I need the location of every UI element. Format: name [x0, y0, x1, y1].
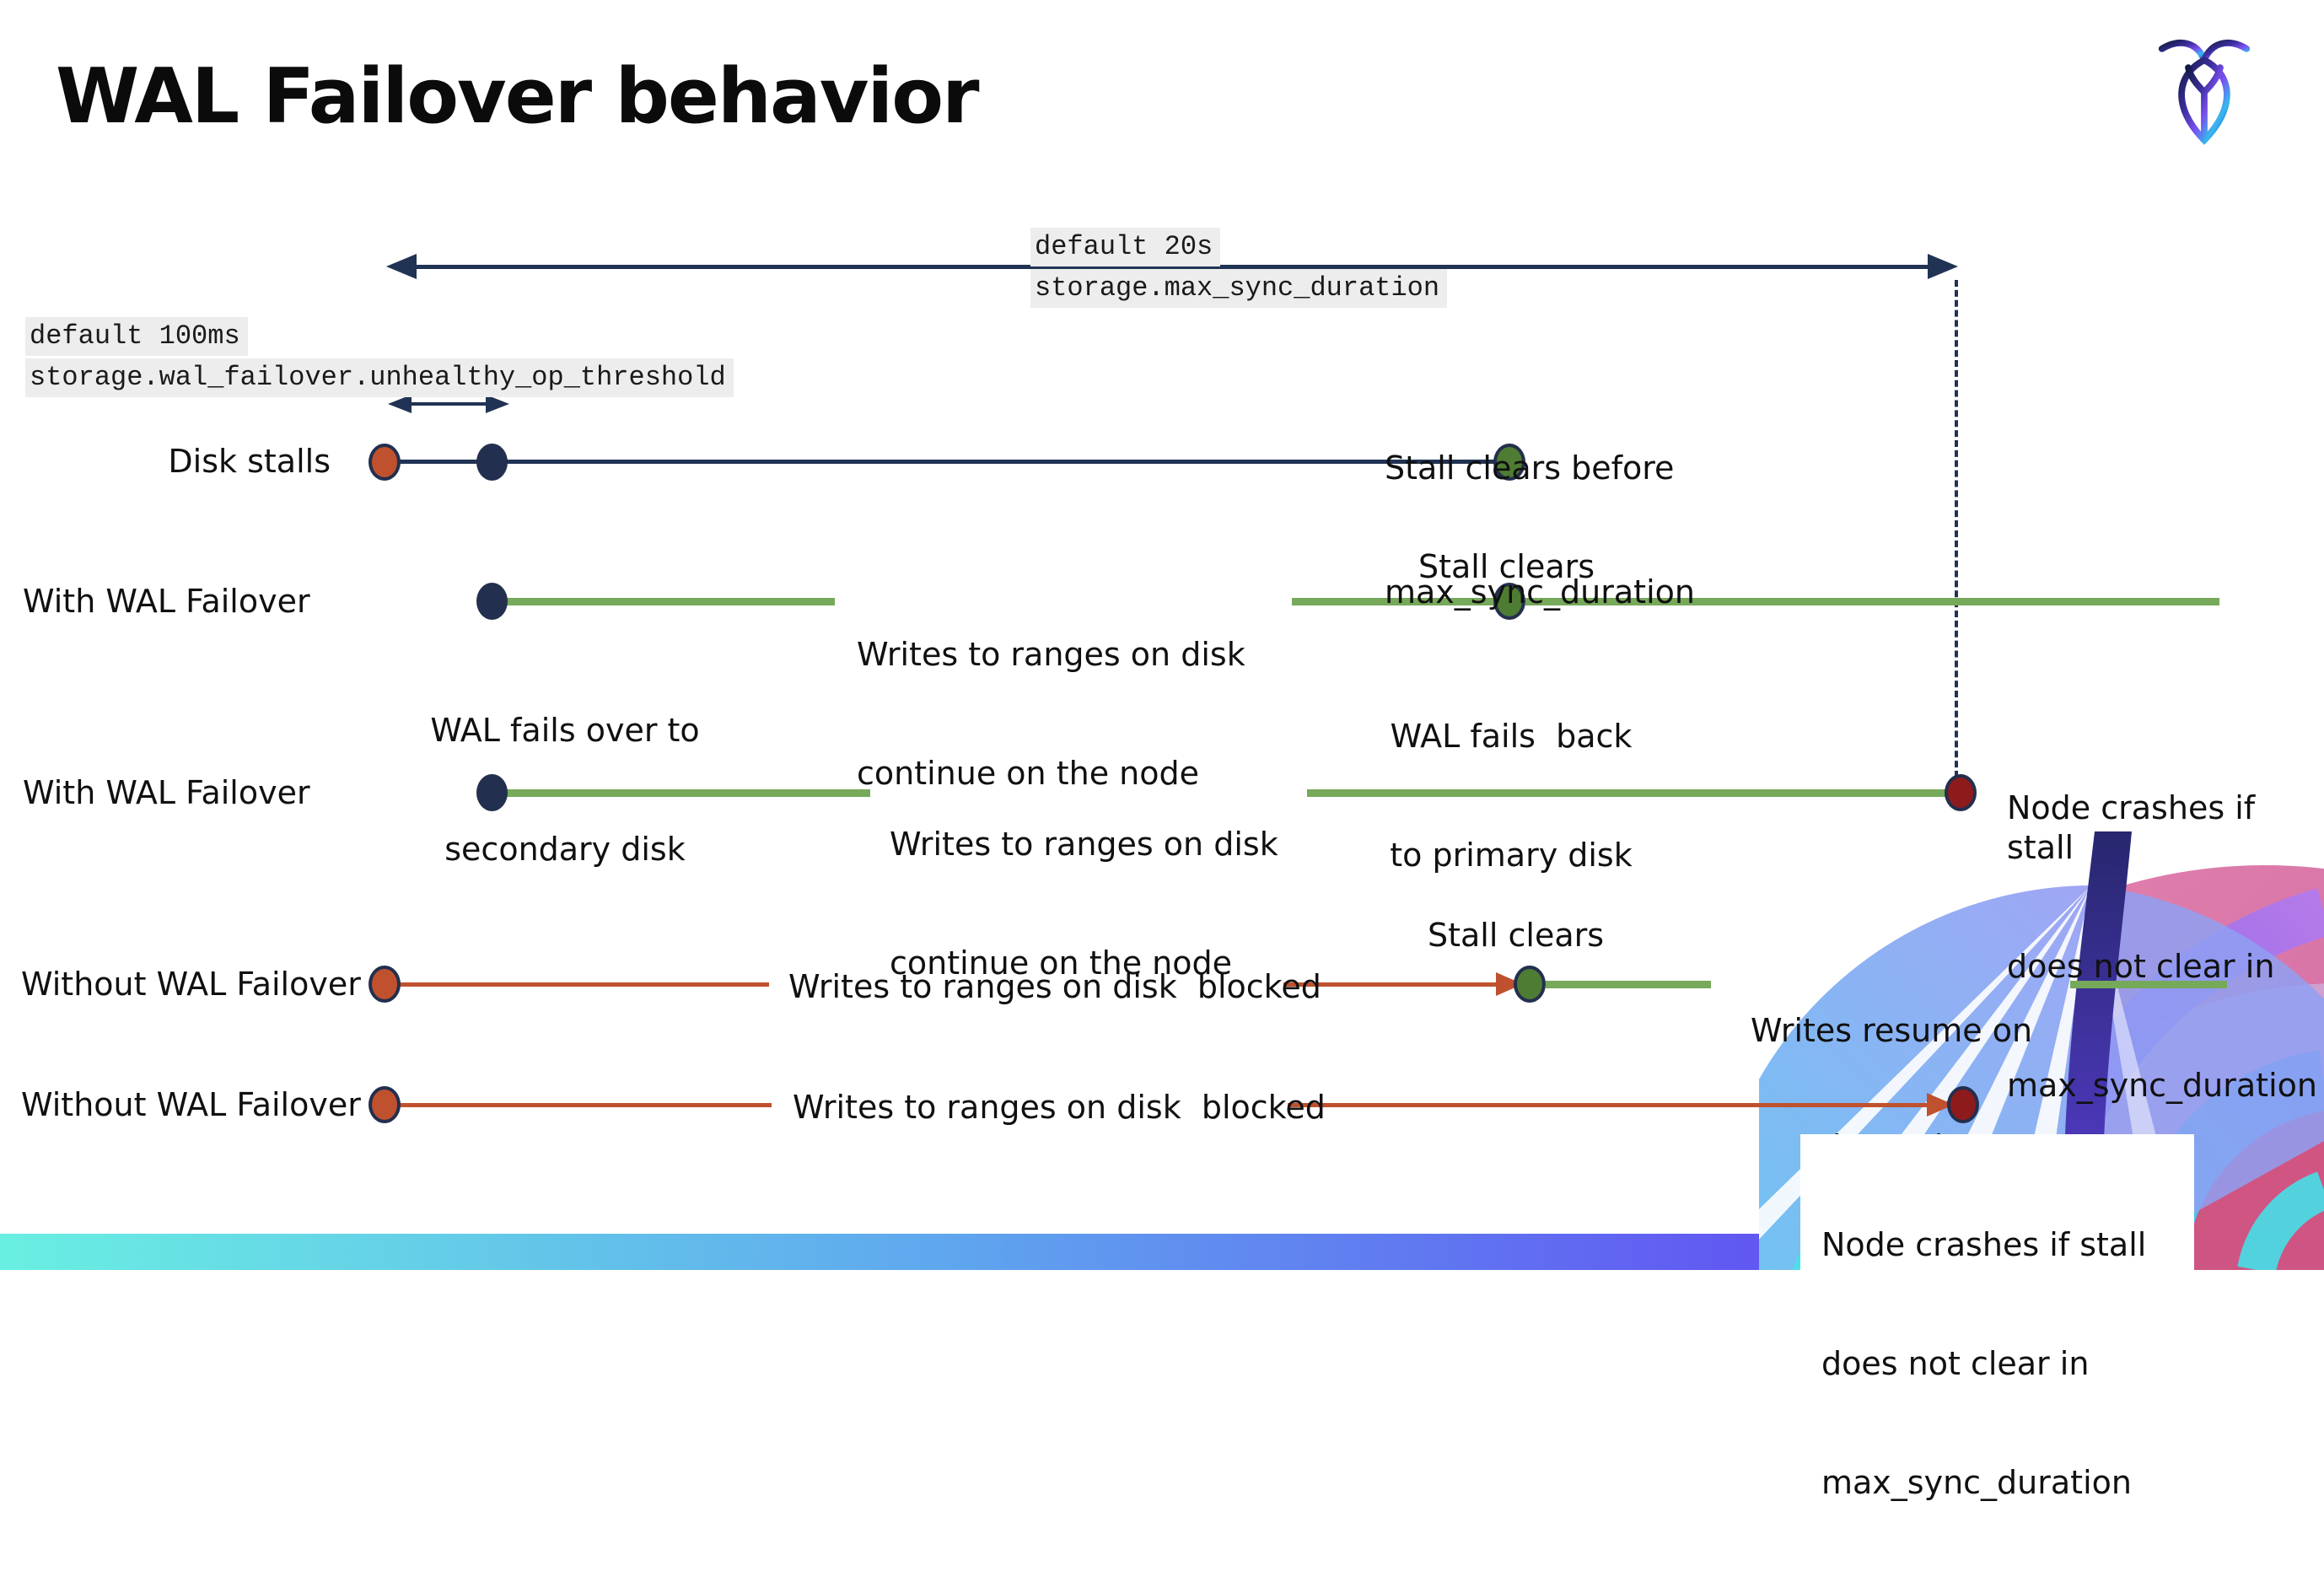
threshold-arrow-right-head	[486, 395, 509, 413]
disk-stalls-threshold-line	[385, 460, 494, 464]
stall-start-dot-d	[369, 966, 401, 1003]
note-stall-clears-before: Stall clears before max_sync_duration	[1385, 449, 1695, 611]
threshold-arrow-line	[408, 402, 489, 406]
cockroachdb-logo-icon	[2158, 40, 2251, 145]
note-stall-clears-1: Stall clears	[1418, 548, 1595, 585]
note-writes-continue-2: Writes to ranges on disk continue on the…	[890, 826, 1278, 982]
writes-blocked-line-2b	[1288, 1103, 1929, 1107]
failover-trigger-dot-1	[476, 583, 508, 620]
disk-stalls-stall-line	[492, 460, 1509, 464]
failover-trigger-dot-2	[476, 774, 508, 811]
stall-clears-dot-1	[1493, 583, 1525, 620]
threshold-arrow-left-head	[388, 395, 412, 413]
disk-stalls-failover-trigger-dot	[476, 444, 508, 481]
threshold-default-value: default 100ms	[25, 317, 248, 356]
note-writes-blocked-1: Writes to ranges on disk blocked	[788, 968, 1321, 1005]
node-crash-callout: Node crashes if stall does not clear in …	[1800, 1134, 2194, 1501]
row-label-with-wal-failover-1: With WAL Failover	[23, 583, 310, 620]
note-node-crashes-1: Node crashes if stall does not clear in …	[2007, 789, 2317, 1104]
max-sync-arrow-right-head	[1928, 254, 1958, 279]
writes-continue-line-1b	[1292, 598, 1494, 605]
note-node-crashes-2: Node crashes if stall does not clear in …	[1821, 1226, 2147, 1501]
max-sync-default-value: default 20s	[1030, 228, 1221, 266]
row-label-without-wal-failover-1: Without WAL Failover	[21, 966, 361, 1003]
row-label-without-wal-failover-2: Without WAL Failover	[21, 1086, 361, 1123]
writes-resume-line-a	[1546, 981, 1711, 988]
threshold-setting-name: storage.wal_failover.unhealthy_op_thresh…	[25, 358, 734, 397]
writes-continue-line-2a	[502, 789, 870, 797]
writes-resume-line-b	[2070, 981, 2227, 988]
max-sync-arrow-line	[413, 265, 1931, 269]
writes-continue-line-1a	[502, 598, 835, 605]
max-sync-boundary-dashed-line	[1955, 280, 1958, 778]
note-wal-fails-back: WAL fails back to primary disk	[1390, 718, 1633, 874]
writes-continue-line-2b	[1307, 789, 1948, 797]
disk-stalls-stall-clears-dot	[1493, 444, 1525, 481]
writes-blocked-line-2a	[388, 1103, 772, 1107]
page-title: WAL Failover behavior	[56, 52, 979, 141]
stall-clears-dot-2	[1514, 966, 1546, 1003]
unhealthy-op-threshold-label: default 100ms storage.wal_failover.unhea…	[25, 317, 734, 400]
writes-blocked-line-1a	[388, 982, 769, 987]
note-stall-clears-2: Stall clears	[1428, 917, 1605, 954]
note-writes-continue-1: Writes to ranges on disk continue on the…	[857, 636, 1245, 792]
note-wal-fails-over: WAL fails over to secondary disk	[430, 712, 700, 868]
wal-failover-diagram: WAL Failover behavior default 20s storag…	[0, 40, 2324, 1501]
writes-continue-line-1c	[1525, 598, 2219, 605]
stall-start-dot-e	[369, 1086, 401, 1123]
node-crash-dot-1	[1945, 774, 1977, 811]
max-sync-arrow-left-head	[386, 254, 417, 279]
writes-blocked-line-1b	[1283, 982, 1496, 987]
node-crash-dot-2	[1947, 1086, 1979, 1123]
row-label-with-wal-failover-2: With WAL Failover	[23, 774, 310, 811]
disk-stall-start-dot	[369, 444, 401, 481]
row-label-disk-stalls: Disk stalls	[168, 443, 331, 480]
max-sync-duration-label: default 20s storage.max_sync_duration	[1030, 228, 1448, 310]
max-sync-setting-name: storage.max_sync_duration	[1030, 269, 1448, 308]
note-writes-blocked-2: Writes to ranges on disk blocked	[793, 1089, 1326, 1126]
